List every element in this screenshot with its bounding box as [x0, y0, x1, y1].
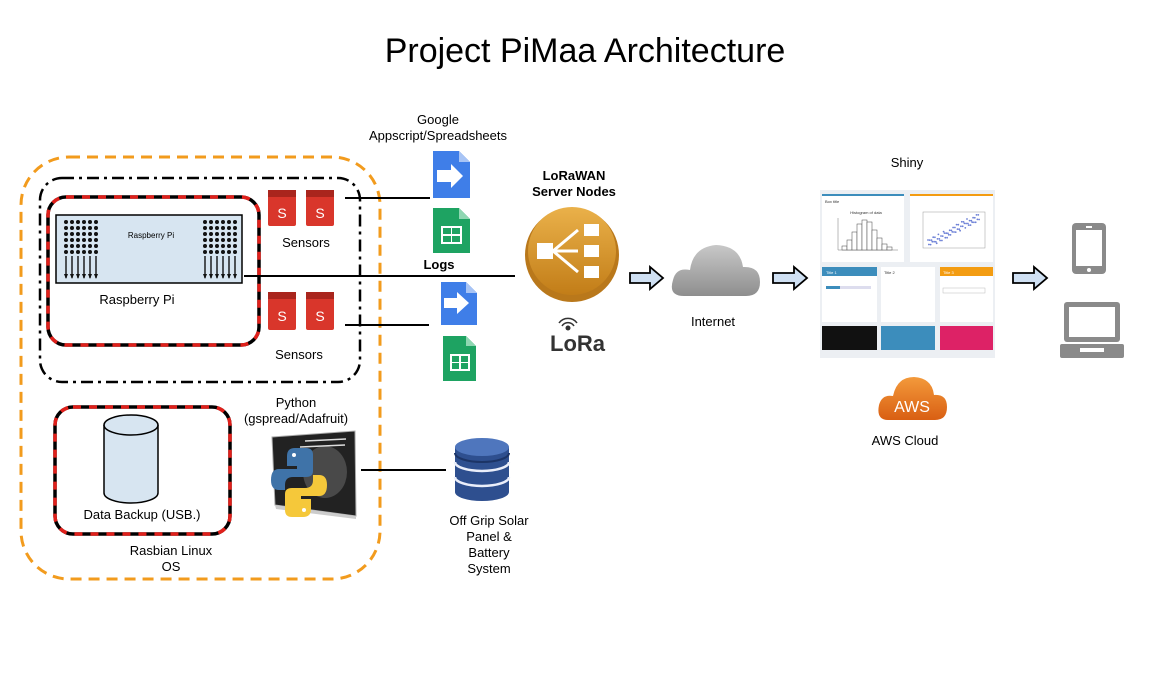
arrow-shiny-devices	[1012, 265, 1049, 291]
sensors-icon-top: S S	[268, 190, 334, 226]
os-boundary	[19, 155, 382, 581]
shiny-label: Shiny	[891, 155, 924, 170]
device-boundary	[38, 176, 362, 384]
data-backup-label: Data Backup (USB.)	[83, 507, 200, 522]
os-label-line1: Rasbian Linux	[130, 543, 213, 558]
svg-text:S: S	[277, 308, 286, 324]
arrow-internet-shiny	[772, 265, 809, 291]
python-label-line2: (gspread/Adafruit)	[244, 411, 348, 426]
shiny-dashboard-screenshot: Box title Histogram of data Title 1 Titl…	[820, 190, 995, 358]
lorawan-server-icon	[525, 207, 619, 302]
lorawan-label-line1: LoRaWAN	[543, 168, 606, 183]
solar-label-line3: Battery	[468, 545, 510, 560]
solar-label-line2: Panel &	[466, 529, 512, 544]
svg-text:S: S	[315, 308, 324, 324]
raspberry-pi-label: Raspberry Pi	[99, 292, 174, 307]
raspberry-pi-board-text: Raspberry Pi	[128, 231, 174, 240]
svg-text:AWS: AWS	[894, 399, 930, 416]
python-logo-icon	[271, 448, 327, 517]
raspberry-pi-board-icon: Raspberry Pi	[55, 214, 243, 284]
google-label-line1: Google	[417, 112, 459, 127]
sensors-icon-bottom: S S	[268, 292, 334, 330]
aws-cloud-logo-icon: AWS	[878, 377, 947, 420]
python-label-line1: Python	[276, 395, 316, 410]
svg-text:Title 3: Title 3	[943, 270, 955, 275]
google-apps-script-icon-bottom	[441, 282, 477, 325]
svg-text:Box title: Box title	[825, 199, 840, 204]
logs-label: Logs	[423, 257, 454, 272]
svg-text:S: S	[315, 205, 324, 221]
solar-battery-icon	[453, 438, 511, 501]
sensors-label-top: Sensors	[282, 235, 330, 250]
lorawan-label-line2: Server Nodes	[532, 184, 616, 199]
lora-logo-icon: LoRa	[550, 317, 606, 356]
solar-label-line4: System	[467, 561, 510, 576]
svg-text:S: S	[277, 205, 286, 221]
diagram-title: Project PiMaa Architecture	[385, 32, 786, 70]
google-label-line2: Appscript/Spreadsheets	[369, 128, 508, 143]
internet-cloud-icon	[671, 245, 760, 296]
database-cylinder-icon	[103, 414, 159, 504]
google-apps-script-icon-top	[433, 151, 470, 198]
mobile-phone-icon	[1072, 223, 1106, 274]
os-label-line2: OS	[162, 559, 181, 574]
svg-text:Histogram of data: Histogram of data	[850, 210, 882, 215]
sensors-label-bottom: Sensors	[275, 347, 323, 362]
google-sheets-icon-bottom	[443, 336, 476, 381]
solar-label-line1: Off Grip Solar	[449, 513, 529, 528]
aws-label: AWS Cloud	[872, 433, 939, 448]
svg-text:LoRa: LoRa	[550, 331, 606, 356]
internet-label: Internet	[691, 314, 735, 329]
svg-text:Title 2: Title 2	[884, 270, 896, 275]
svg-text:Title 1: Title 1	[826, 270, 838, 275]
google-sheets-icon-top	[433, 208, 470, 253]
laptop-computer-icon	[1060, 302, 1124, 358]
arrow-lorawan-internet	[629, 265, 665, 291]
